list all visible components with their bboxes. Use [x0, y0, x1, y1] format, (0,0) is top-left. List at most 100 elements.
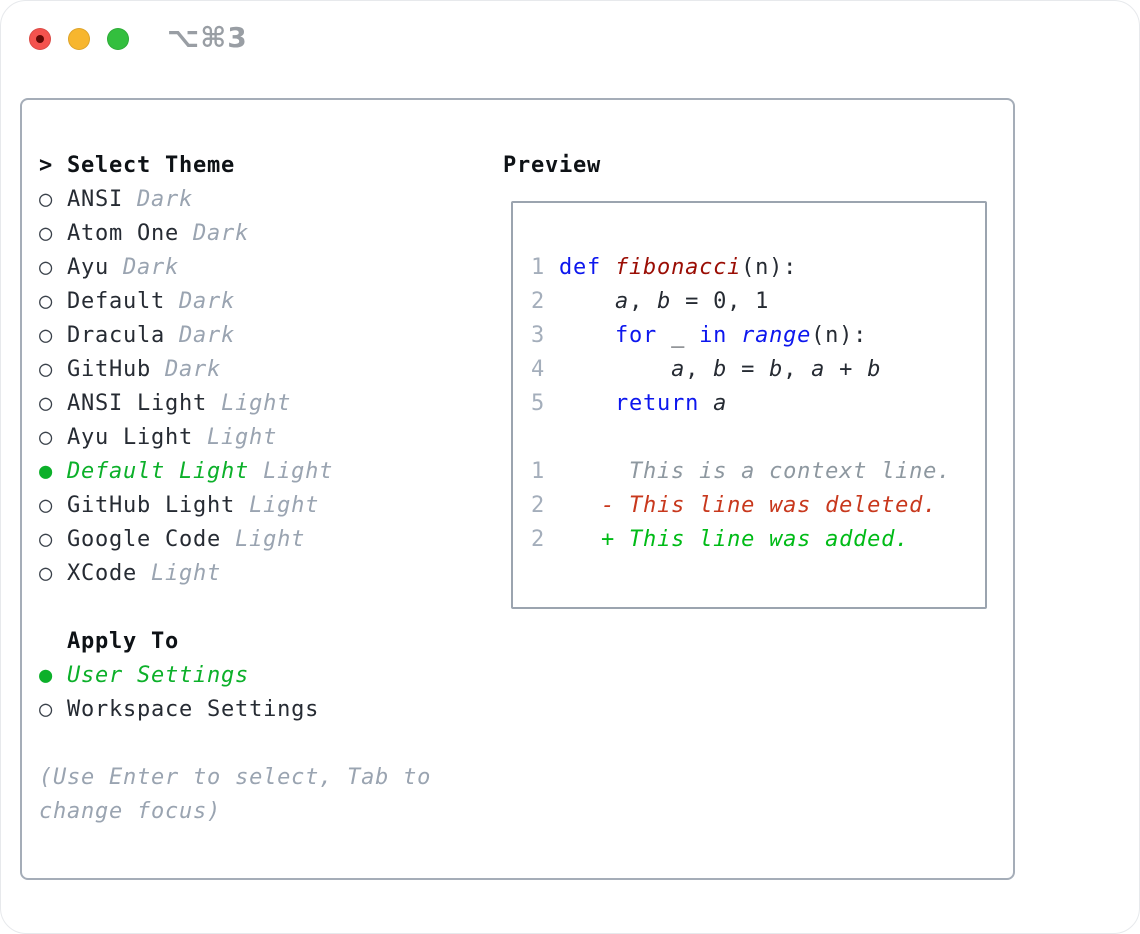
theme-option-label: GitHub Light	[67, 493, 236, 518]
spacer-row	[39, 727, 489, 761]
apply-to-title: Apply To	[67, 629, 180, 654]
theme-variant-label: Light	[235, 527, 306, 552]
token-pl: ,	[685, 357, 714, 382]
token-pl: +	[825, 357, 868, 382]
prompt-icon: >	[39, 153, 54, 178]
theme-option-label: Default Light	[67, 459, 250, 484]
theme-variant-label: Dark	[179, 323, 236, 348]
radio-selected-icon: ●	[39, 459, 54, 484]
minimize-button[interactable]	[68, 28, 90, 50]
theme-variant-label: Dark	[137, 187, 194, 212]
apply-to-option-workspace-settings[interactable]: ○ Workspace Settings	[39, 693, 489, 727]
token-vr: b	[769, 357, 784, 382]
help-text-line-1: (Use Enter to select, Tab to	[39, 765, 432, 790]
theme-variant-label: Light	[221, 391, 292, 416]
radio-unselected-icon: ○	[39, 425, 54, 450]
radio-unselected-icon: ○	[39, 323, 54, 348]
code-line: 2 - This line was deleted.	[531, 489, 951, 523]
token-kw: return	[615, 391, 700, 416]
token-vr: b	[713, 357, 728, 382]
token-de: - This line was deleted.	[601, 493, 938, 518]
token-pl: =	[727, 357, 770, 382]
radio-unselected-icon: ○	[39, 187, 54, 212]
token-pl	[545, 459, 629, 484]
theme-variant-label: Dark	[193, 221, 250, 246]
token-fn: fibonacci	[615, 255, 742, 280]
apply-to-option-label: Workspace Settings	[67, 697, 320, 722]
code-line: 2 + This line was added.	[531, 523, 951, 557]
apply-to-option-label: User Settings	[67, 663, 250, 688]
theme-variant-label: Dark	[179, 289, 236, 314]
token-vr: a	[811, 357, 826, 382]
token-pl	[545, 493, 601, 518]
theme-option-xcode-light[interactable]: ○ XCode Light	[39, 557, 489, 591]
token-bi: range	[741, 323, 812, 348]
token-kw: in	[699, 323, 728, 348]
select-theme-header: > Select Theme	[39, 149, 489, 183]
radio-unselected-icon: ○	[39, 289, 54, 314]
token-ad: + This line was added.	[601, 527, 910, 552]
radio-unselected-icon: ○	[39, 357, 54, 382]
theme-option-label: Atom One	[67, 221, 180, 246]
theme-variant-label: Dark	[123, 255, 180, 280]
token-pl	[699, 391, 713, 416]
theme-variant-label: Light	[249, 493, 320, 518]
token-pl: = 0, 1	[671, 289, 770, 314]
spacer-row	[39, 591, 489, 625]
radio-unselected-icon: ○	[39, 493, 54, 518]
code-line: 4 a, b = b, a + b	[531, 353, 951, 387]
theme-option-label: Google Code	[67, 527, 222, 552]
preview-title: Preview	[503, 153, 602, 178]
radio-unselected-icon: ○	[39, 221, 54, 246]
close-button[interactable]	[29, 28, 51, 50]
token-vr: b	[867, 357, 882, 382]
theme-option-default-dark[interactable]: ○ Default Dark	[39, 285, 489, 319]
theme-option-label: ANSI	[67, 187, 124, 212]
radio-unselected-icon: ○	[39, 561, 54, 586]
theme-option-ayu-light-light[interactable]: ○ Ayu Light Light	[39, 421, 489, 455]
theme-variant-label: Light	[207, 425, 278, 450]
radio-selected-icon: ●	[39, 663, 54, 688]
theme-option-label: XCode	[67, 561, 138, 586]
theme-variant-label: Dark	[165, 357, 222, 382]
theme-option-label: Ayu Light	[67, 425, 194, 450]
close-button-dot-icon	[36, 35, 44, 43]
token-pl	[559, 391, 615, 416]
token-vr: a	[615, 289, 630, 314]
token-cx: This is a context line.	[629, 459, 952, 484]
radio-unselected-icon: ○	[39, 697, 54, 722]
token-ln: 2	[531, 289, 560, 314]
radio-unselected-icon: ○	[39, 391, 54, 416]
titlebar: ⌥⌘3	[1, 1, 1139, 77]
token-ln: 5	[531, 391, 560, 416]
zoom-button[interactable]	[107, 28, 129, 50]
token-pl: _	[657, 323, 700, 348]
apply-to-option-user-settings[interactable]: ● User Settings	[39, 659, 489, 693]
theme-option-ansi-dark[interactable]: ○ ANSI Dark	[39, 183, 489, 217]
theme-variant-label: Light	[151, 561, 222, 586]
theme-option-ansi-light-light[interactable]: ○ ANSI Light Light	[39, 387, 489, 421]
theme-option-label: Default	[67, 289, 166, 314]
code-line: 5 return a	[531, 387, 951, 421]
theme-option-atom-one-dark[interactable]: ○ Atom One Dark	[39, 217, 489, 251]
code-line: 1 This is a context line.	[531, 455, 951, 489]
help-text-line-2: change focus)	[39, 799, 222, 824]
select-theme-title: Select Theme	[67, 153, 236, 178]
theme-option-github-light-light[interactable]: ○ GitHub Light Light	[39, 489, 489, 523]
token-vr: a	[671, 357, 686, 382]
token-kw: def	[559, 255, 616, 280]
token-pl	[559, 323, 615, 348]
theme-option-label: ANSI Light	[67, 391, 208, 416]
token-vr: b	[657, 289, 672, 314]
token-ln: 1	[531, 255, 560, 280]
